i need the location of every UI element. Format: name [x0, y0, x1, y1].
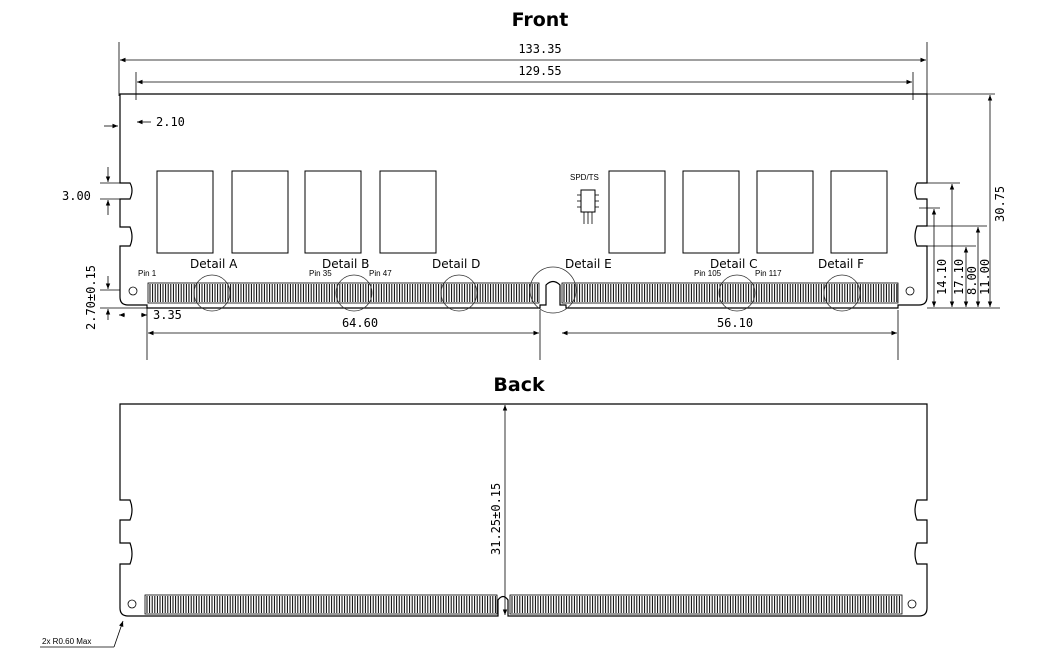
- dram-chip: [608, 170, 666, 254]
- dim-contact-height: 2.70±0.15: [84, 265, 98, 330]
- dim-11-00: 11.00: [978, 259, 992, 295]
- pin-1-label: Pin 1: [138, 269, 157, 278]
- dram-chip: [830, 170, 888, 254]
- mounting-hole: [127, 599, 137, 609]
- pin-35-label: Pin 35: [309, 269, 332, 278]
- mounting-hole: [905, 286, 915, 296]
- front-contacts-left: [147, 282, 540, 304]
- dram-chip: [682, 170, 740, 254]
- detail-d-label: Detail D: [432, 257, 480, 271]
- dim-inner-length: 129.55: [518, 64, 561, 78]
- back-contacts-right: [509, 594, 903, 615]
- dim-17-10: 17.10: [952, 259, 966, 295]
- detail-e-circle: [529, 266, 577, 314]
- dram-chip: [156, 170, 214, 254]
- dim-side-offset: 2.10: [156, 115, 185, 129]
- detail-b-circle: [335, 274, 373, 312]
- mounting-hole: [907, 599, 917, 609]
- dram-chip: [379, 170, 437, 254]
- dim-8-00: 8.00: [965, 266, 979, 295]
- pin-105-label: Pin 105: [694, 269, 722, 278]
- detail-a-circle: [193, 274, 231, 312]
- dim-left-segment: 64.60: [342, 316, 378, 330]
- back-title: Back: [493, 374, 545, 396]
- front-module-outline: [119, 93, 928, 309]
- mounting-hole: [128, 286, 138, 296]
- detail-f-label: Detail F: [818, 257, 864, 271]
- dim-14-10: 14.10: [935, 259, 949, 295]
- dram-chip: [756, 170, 814, 254]
- detail-e-label: Detail E: [565, 257, 612, 271]
- spd-label: SPD/TS: [570, 173, 599, 182]
- back-module-outline: [119, 403, 928, 617]
- spd-chip: [577, 189, 599, 224]
- dim-right-segment: 56.10: [717, 316, 753, 330]
- back-contacts-left: [144, 594, 498, 615]
- front-contacts-right: [561, 282, 899, 304]
- front-contact-fingers: [149, 284, 898, 302]
- detail-b-label: Detail B: [322, 257, 369, 271]
- detail-c-label: Detail C: [710, 257, 758, 271]
- dim-overall-length: 133.35: [518, 42, 561, 56]
- dim-back-height: 31.25±0.15: [489, 483, 503, 555]
- dim-pin1-offset: 3.35: [153, 308, 182, 322]
- detail-d-circle: [440, 274, 478, 312]
- front-title: Front: [512, 9, 569, 31]
- pin-47-label: Pin 47: [369, 269, 392, 278]
- detail-f-circle: [823, 274, 861, 312]
- dim-notch-height: 3.00: [62, 189, 91, 203]
- back-contact-fingers: [146, 596, 900, 613]
- dim-module-height: 30.75: [993, 186, 1007, 222]
- dram-chip: [231, 170, 289, 254]
- dram-chip: [304, 170, 362, 254]
- pin-117-label: Pin 117: [755, 269, 782, 278]
- detail-c-circle: [718, 274, 756, 312]
- detail-a-label: Detail A: [190, 257, 238, 271]
- corner-radius-callout: 2x R0.60 Max: [42, 637, 91, 646]
